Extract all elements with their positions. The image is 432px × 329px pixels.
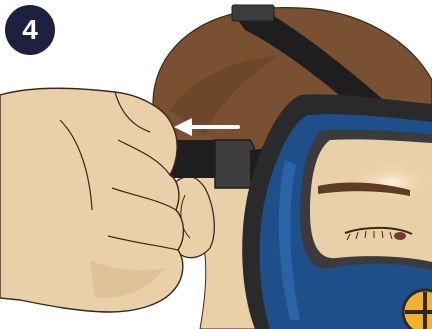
step-badge: 4 (5, 5, 55, 55)
eye-iris (394, 232, 406, 240)
strap-clip-top (232, 5, 274, 21)
lens-glare (348, 160, 432, 204)
buckle (215, 140, 256, 188)
step-number: 4 (22, 16, 38, 44)
